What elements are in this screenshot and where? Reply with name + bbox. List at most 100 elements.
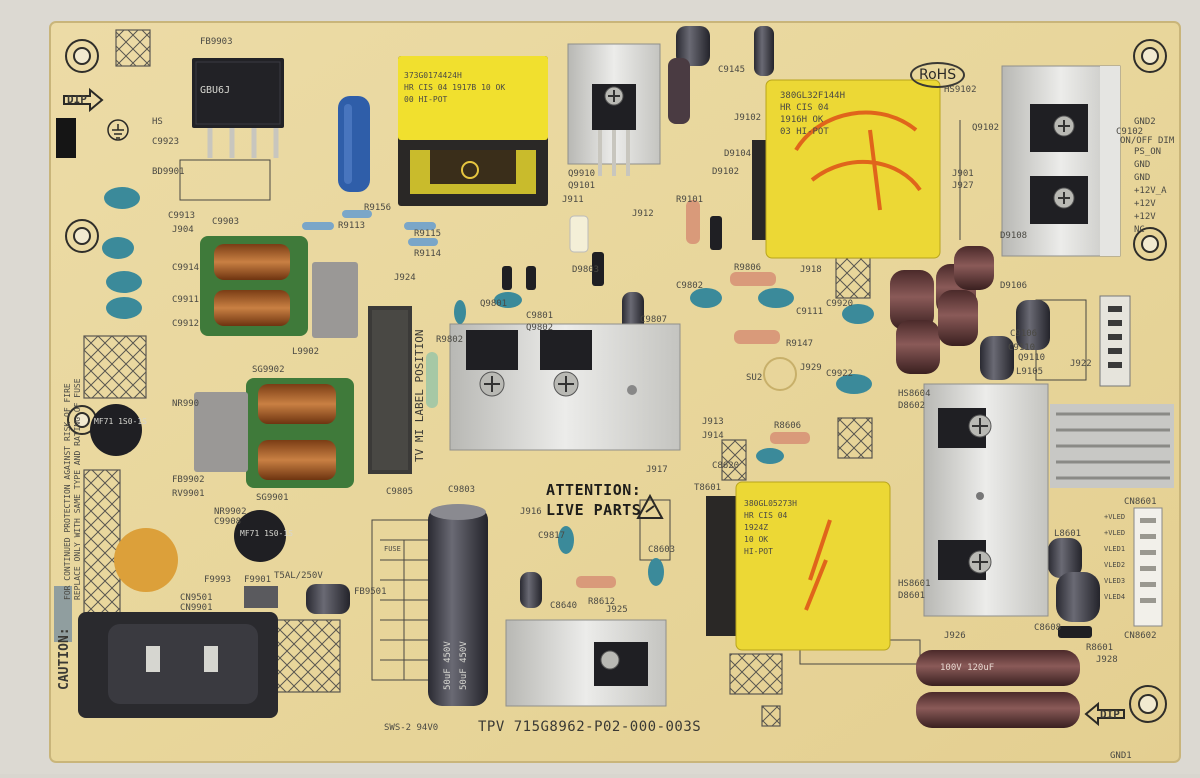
pin-label: +12V_A [1134, 186, 1167, 196]
refdes: R9806 [734, 263, 762, 273]
common-mode-choke-2 [246, 378, 354, 488]
dip-arrow-icon [63, 87, 1125, 727]
output-capacitors [916, 650, 1080, 728]
refdes: C9912 [172, 319, 200, 329]
refdes: SU2 [746, 373, 763, 383]
refdes: C8620 [712, 461, 740, 471]
led-pin-label: VLED1 [1104, 545, 1126, 553]
refdes: D9102 [712, 167, 740, 177]
refdes: J913 [702, 417, 724, 427]
refdes: C9914 [172, 263, 200, 273]
refdes: HS [152, 117, 163, 127]
pin-label: PS_ON [1134, 147, 1162, 157]
heatsink-right-top [1001, 65, 1121, 257]
refdes: Q9102 [972, 123, 1000, 133]
xfmr-line: 00 HI-POT [404, 95, 448, 104]
refdes: C9913 [168, 211, 196, 221]
refdes: C9807 [640, 315, 668, 325]
refdes: R8606 [774, 421, 802, 431]
earth-ground-icon [107, 119, 129, 141]
refdes: R8601 [1086, 643, 1114, 653]
resistors [302, 200, 810, 588]
refdes: J927 [952, 181, 974, 191]
heatsink-top [567, 43, 661, 176]
refdes: C9802 [676, 281, 704, 291]
thermistor-marking-2: MF71 1S0-1S [240, 529, 293, 538]
xfmr-line: 1924Z [744, 523, 769, 532]
refdes: D9803 [572, 265, 600, 275]
film-cap-1 [312, 262, 358, 338]
refdes: CN9901 [180, 603, 213, 613]
xfmr-line: 380GL05273H [744, 499, 797, 508]
refdes: J9102 [734, 113, 762, 123]
refdes: C9106 [1010, 329, 1038, 339]
spacer [569, 215, 589, 253]
refdes: CN8601 [1124, 497, 1157, 507]
pin-label-onoff: ON/OFF [1120, 136, 1153, 146]
refdes: J926 [944, 631, 966, 641]
refdes: D8601 [898, 591, 926, 601]
fuse-rating: T5AL/250V [274, 571, 323, 581]
refdes: J901 [952, 169, 974, 179]
spacer-ring [763, 357, 797, 391]
refdes: HS8604 [898, 389, 931, 399]
refdes: FB9902 [172, 475, 205, 485]
refdes: FB9501 [354, 587, 387, 597]
fuse-note-line2: REPLACE ONLY WITH SAME TYPE AND RATING O… [73, 378, 82, 600]
refdes: C9110 [1008, 343, 1036, 353]
refdes: C9111 [796, 307, 824, 317]
caution-pad [54, 586, 72, 642]
film-cap-2 [194, 392, 248, 472]
refdes: Q9110 [1018, 353, 1046, 363]
refdes: J925 [606, 605, 628, 615]
refdes: J916 [520, 507, 542, 517]
refdes: J922 [1070, 359, 1092, 369]
xfmr-line: HR CIS 04 1917B 10 OK [404, 83, 506, 92]
label-position: TV MI LABEL POSITION [413, 329, 426, 462]
diodes [502, 216, 1092, 638]
caution-label: CAUTION: [57, 627, 72, 690]
refdes: Q9801 [480, 299, 508, 309]
refdes: D9108 [1000, 231, 1028, 241]
pin-label: +12V [1134, 199, 1156, 209]
refdes: Q9101 [568, 181, 596, 191]
refdes: C9145 [718, 65, 746, 75]
refdes: R9113 [338, 221, 366, 231]
refdes: D8602 [898, 401, 926, 411]
xfmr-line: 380GL32F144H [780, 91, 846, 101]
refdes: J917 [646, 465, 668, 475]
refdes: GND1 [1110, 751, 1132, 761]
refdes: CN9501 [180, 593, 213, 603]
fuse-note-line1: FOR CONTINUED PROTECTION AGAINST RISK OF… [63, 383, 72, 600]
led-pin-label: +VLED [1104, 513, 1126, 521]
xfmr-line: 373G0174424H [404, 71, 462, 80]
refdes: J928 [1096, 655, 1118, 665]
silkscreen-lines [179, 120, 1091, 681]
refdes: BD9901 [152, 167, 185, 177]
refdes: C9922 [826, 369, 854, 379]
heatsink-right-low [923, 383, 1049, 617]
led-pin-label: VLED3 [1104, 577, 1126, 585]
refdes: R9101 [676, 195, 704, 205]
attention-text: LIVE PARTS [546, 501, 642, 519]
varistor [114, 528, 178, 592]
refdes: R9115 [414, 229, 442, 239]
refdes: R9147 [786, 339, 814, 349]
refdes: D9104 [724, 149, 752, 159]
refdes: NR990 [172, 399, 200, 409]
bridge-marking: GBU6J [200, 85, 231, 96]
xfmr-line: HR CIS 04 [780, 103, 829, 113]
xfmr-line: 03 HI-POT [780, 127, 829, 137]
x-capacitor [338, 96, 370, 192]
dip-label-right: DIP [1100, 708, 1120, 721]
xfmr-line: HR CIS 04 [744, 511, 788, 520]
led-pin-label: VLED2 [1104, 561, 1126, 569]
heatsink-fins [1050, 404, 1174, 488]
refdes: R9802 [436, 335, 464, 345]
esd-warning-icon [636, 493, 664, 519]
refdes: R9114 [414, 249, 442, 259]
refdes: C8603 [648, 545, 676, 555]
dip-label-left: DIP [67, 93, 87, 106]
pin-label: GND [1134, 160, 1151, 170]
